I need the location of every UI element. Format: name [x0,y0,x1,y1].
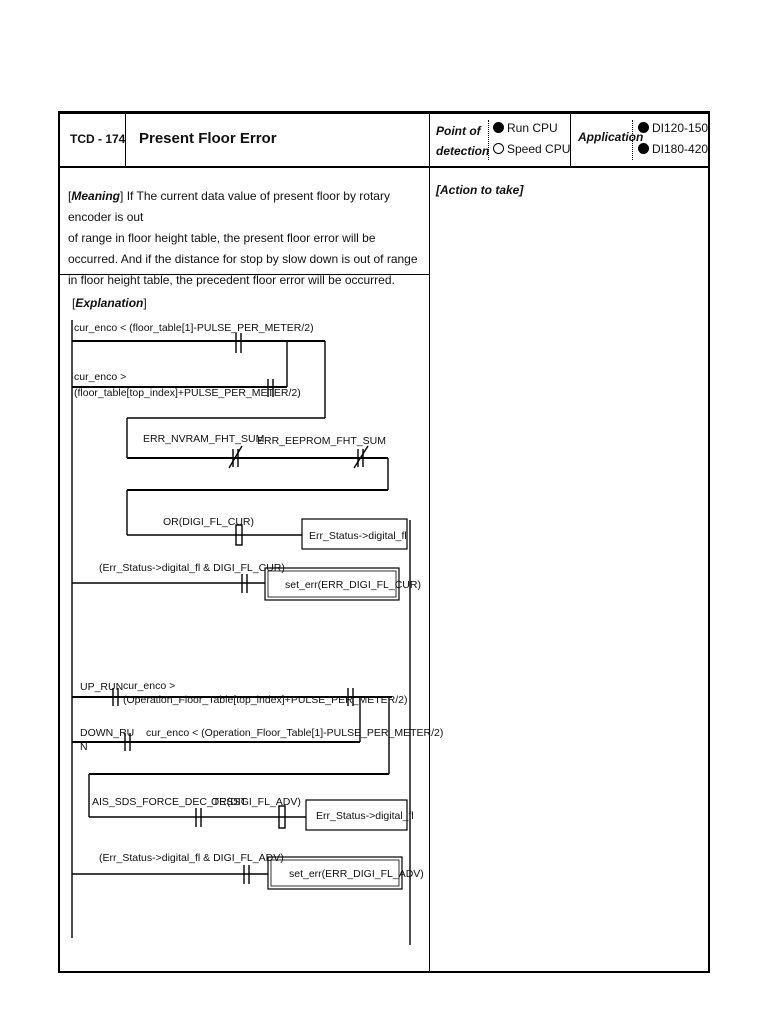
rung1-condition-b2: (floor_table[top_index]+PULSE_PER_METER/… [74,387,301,399]
explanation-label: Explanation [75,296,144,310]
app-dotted-sep [632,120,633,160]
col-divider-code [125,113,126,167]
meaning-divider [58,274,430,275]
col-divider-main [429,113,430,973]
rung3-cond-b: cur_enco < (Operation_Floor_Table[1]-PUL… [146,727,443,739]
meaning-text: If The current data value of present flo… [68,189,418,287]
rung1-or: OR(DIGI_FL_CUR) [163,516,254,528]
point-label-2: detection [436,144,490,158]
rung1-condition-b1: cur_enco > [74,371,126,383]
rung1-output: Err_Status->digital_fl [309,530,407,542]
rung3-output: Err_Status->digital_fl [316,810,414,822]
point-label-1: Point of [436,124,481,138]
rung1-condition-a: cur_enco < (floor_table[1]-PULSE_PER_MET… [74,322,314,334]
meaning-label: Meaning [71,189,121,203]
rung3-cond-a1: cur_enco > [123,680,175,692]
point-option-run-cpu: Run CPU [493,121,558,135]
rung4-condition: (Err_Status->digital_fl & DIGI_FL_ADV) [99,852,284,864]
rung3-up-run: UP_RUN [80,681,123,693]
col-divider-app [570,113,571,167]
app-option-2: DI180-420 [638,142,708,156]
tcd-code: TCD - 174 [70,132,126,146]
page-title: Present Floor Error [139,130,277,147]
application-label: Application [578,130,644,144]
rung4-output: set_err(ERR_DIGI_FL_ADV) [289,868,424,880]
app-option-1: DI120-150 [638,121,708,135]
rung3-cond-a2: (Operation_Floor_Table[top_index]+PULSE_… [123,694,408,706]
rung1-nvram: ERR_NVRAM_FHT_SUM [143,433,264,445]
rung3-down-run-2: N [80,741,88,753]
explanation-heading: [Explanation] [72,296,147,310]
point-option-speed-cpu: Speed CPU [493,142,570,156]
rung3-or: OR(DIGI_FL_ADV) [211,796,301,808]
rung2-output: set_err(ERR_DIGI_FL_CUR) [285,579,421,591]
filled-radio-icon [638,122,649,133]
filled-radio-icon [638,143,649,154]
rung3-sds: AIS_SDS_FORCE_DEC_TESST [92,796,247,808]
header-divider [58,166,710,168]
rung3-down-run-1: DOWN_RU [80,727,134,739]
meaning-block: [Meaning] If The current data value of p… [68,189,418,287]
rung1-eeprom: ERR_EEPROM_FHT_SUM [257,435,386,447]
filled-radio-icon [493,122,504,133]
action-label: [Action to take] [436,183,524,197]
rung2-condition: (Err_Status->digital_fl & DIGI_FL_CUR) [99,562,285,574]
empty-radio-icon [493,143,504,154]
point-dotted-sep [488,120,489,160]
page-frame [58,111,710,973]
